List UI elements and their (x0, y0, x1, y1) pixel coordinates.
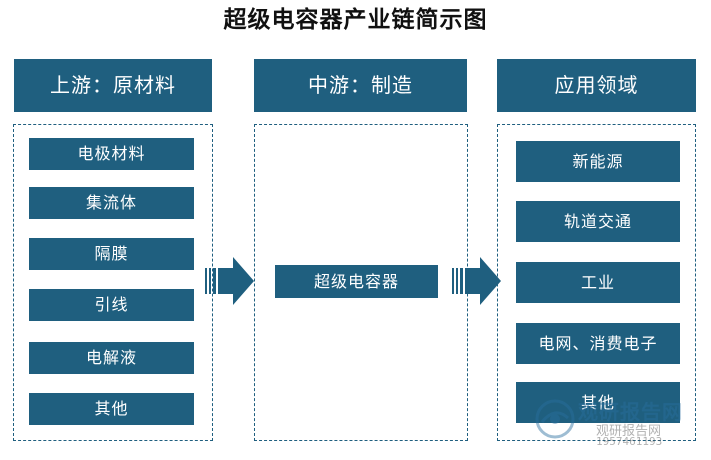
header-downstream: 应用领域 (497, 59, 696, 112)
upstream-item-other: 其他 (29, 393, 194, 425)
header-midstream: 中游：制造 (254, 59, 467, 112)
downstream-item-rail-transit: 轨道交通 (516, 201, 680, 242)
watermark-id: 1957461193 (596, 435, 663, 448)
upstream-item-electrode-material: 电极材料 (29, 138, 194, 170)
upstream-item-separator: 隔膜 (29, 238, 194, 270)
header-upstream: 上游：原材料 (14, 59, 212, 112)
watermark: 观研报告网 观研报告网 1957461193 (530, 392, 711, 452)
downstream-item-other: 其他 (516, 382, 680, 423)
arrow-right-icon (205, 257, 254, 305)
upstream-item-lead-wire: 引线 (29, 289, 194, 321)
watermark-brand: 观研报告网 (578, 400, 683, 424)
watermark-logo-icon (535, 399, 575, 439)
downstream-item-industry: 工业 (516, 262, 680, 303)
upstream-item-current-collector: 集流体 (29, 187, 194, 219)
page-title: 超级电容器产业链简示图 (223, 6, 488, 33)
watermark-subtitle: 观研报告网 (596, 424, 662, 439)
upstream-item-electrolyte: 电解液 (29, 342, 194, 374)
column-upstream (13, 124, 213, 441)
midstream-item-supercapacitor: 超级电容器 (275, 265, 438, 298)
downstream-item-grid-consumer-electronics: 电网、消费电子 (516, 323, 680, 364)
downstream-item-new-energy: 新能源 (516, 141, 680, 182)
arrow-right-icon (452, 257, 501, 305)
